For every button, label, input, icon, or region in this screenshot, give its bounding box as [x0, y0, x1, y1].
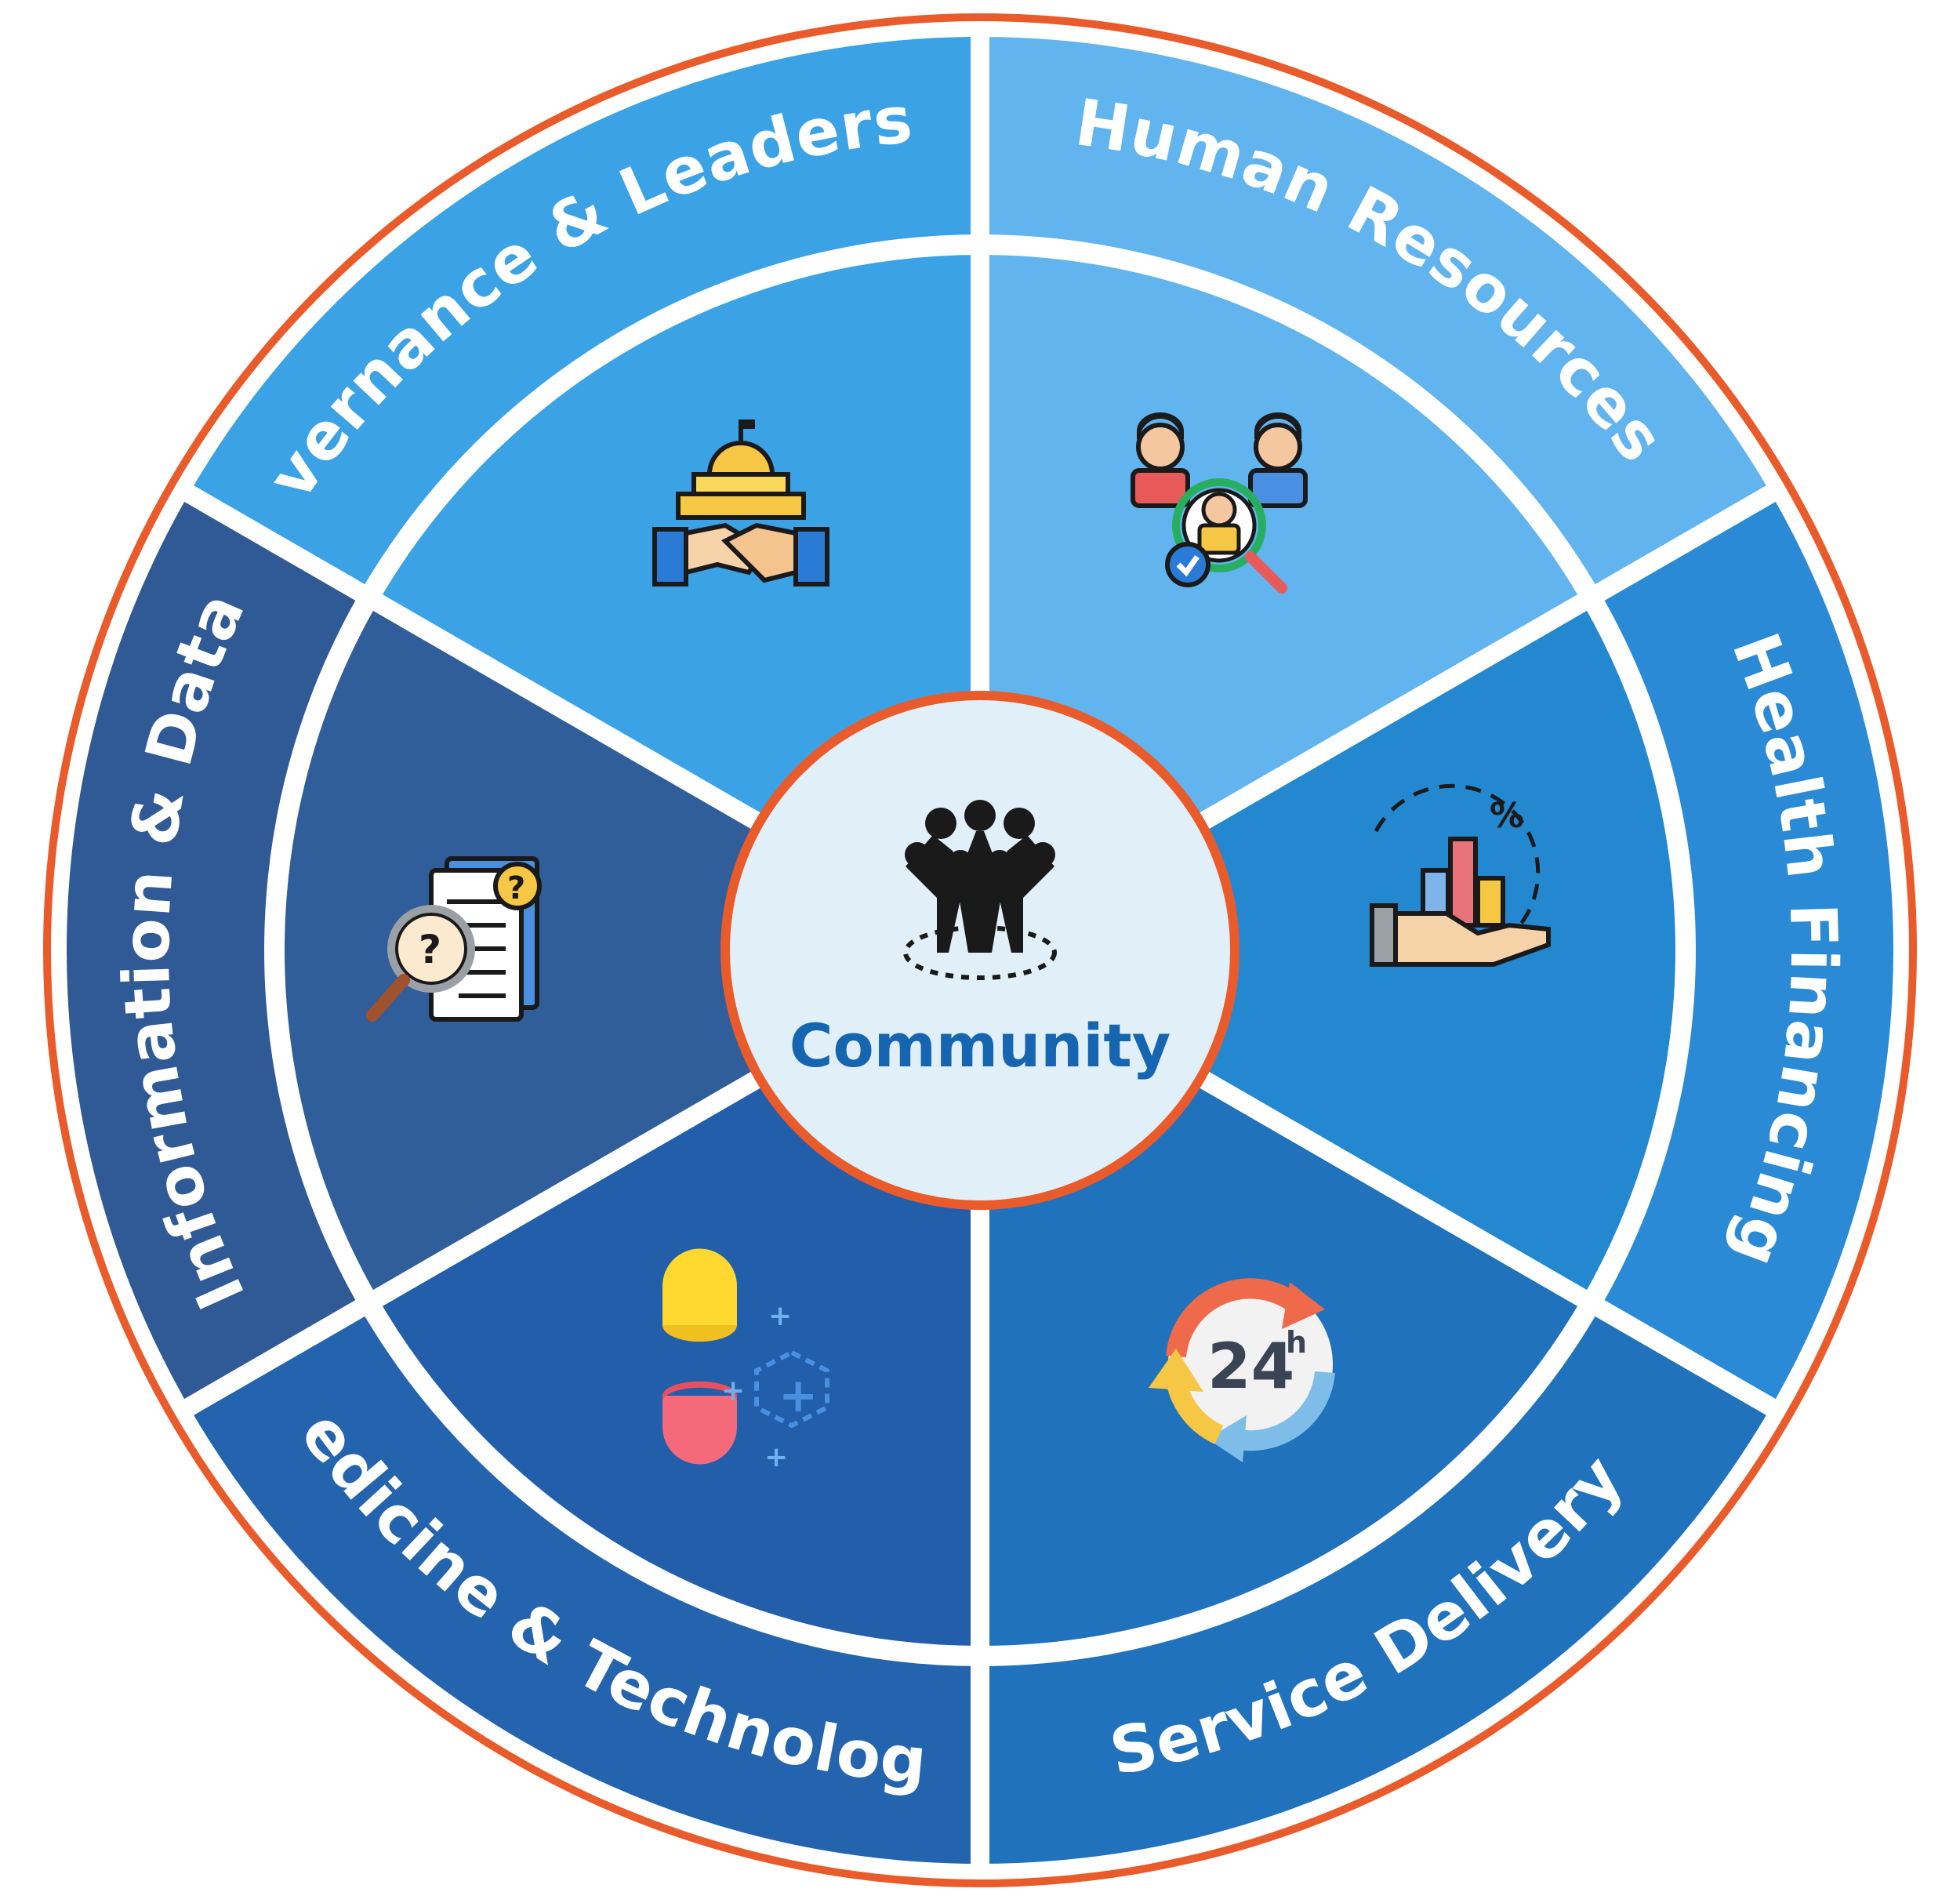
svg-text:+: +: [721, 1375, 745, 1407]
capsule-molecule-icon: + + + +: [662, 1248, 829, 1473]
hand-bar-chart-icon: %: [1370, 783, 1551, 967]
inner-band-divider: [264, 234, 1696, 1666]
segment-outer-human-resources: [980, 37, 1771, 597]
svg-text:+: +: [764, 1441, 788, 1473]
segment-outer-health-financing: [1591, 493, 1893, 1407]
center-label: Community: [789, 1011, 1171, 1080]
segment-outer-information-data: [66, 493, 369, 1407]
community-people-icon: [903, 800, 1057, 980]
svg-text:24: 24: [1207, 1330, 1294, 1403]
segment-outer-governance: [189, 37, 981, 597]
segment-separator: [181, 484, 764, 831]
svg-text:?: ?: [507, 870, 525, 906]
svg-text:%: %: [1490, 796, 1524, 836]
svg-text:+: +: [779, 1368, 818, 1423]
segment-separator: [181, 1070, 764, 1417]
document-search-icon: ? ?: [366, 856, 542, 1022]
segment-outer-medicine-technology: [189, 1303, 981, 1864]
segment-separator: [1196, 484, 1779, 831]
people-search-icon: [1131, 412, 1308, 594]
svg-text:+: +: [768, 1300, 792, 1332]
svg-text:?: ?: [419, 927, 441, 972]
segment-outer-service-delivery: [980, 1303, 1771, 1864]
government-handshake-icon: [652, 419, 829, 587]
segment-separator: [1196, 1070, 1779, 1417]
clock-24h-icon: 24 h: [1149, 1278, 1335, 1462]
svg-text:h: h: [1286, 1325, 1307, 1360]
